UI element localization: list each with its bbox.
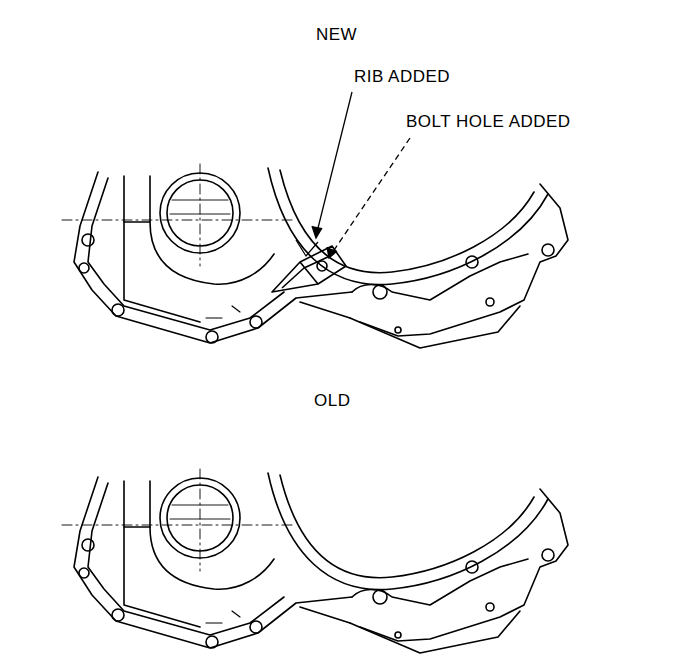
callout-label: RIB ADDED — [354, 68, 450, 87]
callout-label: OLD — [314, 392, 350, 411]
old-housing — [62, 469, 568, 653]
new-housing — [62, 164, 568, 348]
callout-label: NEW — [316, 26, 357, 45]
leader-lines — [312, 92, 410, 258]
added-bolt-hole — [317, 261, 327, 271]
callout-label: BOLT HOLE ADDED — [406, 113, 571, 132]
